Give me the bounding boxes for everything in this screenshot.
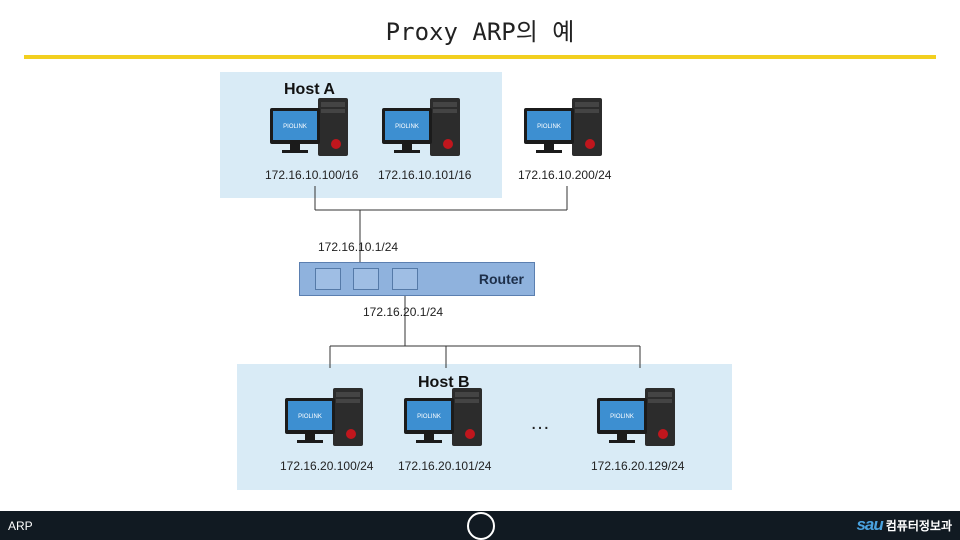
- external-host-ip: 172.16.10.200/24: [518, 168, 612, 182]
- brand-logo: PIOLINK: [283, 124, 307, 130]
- host-a2-ip: 172.16.10.101/16: [378, 168, 472, 182]
- computer-icon: PIOLINK: [270, 98, 348, 156]
- brand-logo: PIOLINK: [417, 414, 441, 420]
- host-b1-ip: 172.16.20.100/24: [280, 459, 374, 473]
- brand-logo: PIOLINK: [395, 124, 419, 130]
- computer-icon: PIOLINK: [597, 388, 675, 446]
- footer-bar: ARP sau 컴퓨터정보과: [0, 511, 960, 540]
- footer-section-label: ARP: [8, 519, 33, 533]
- brand-logo: PIOLINK: [610, 414, 634, 420]
- computer-icon: PIOLINK: [382, 98, 460, 156]
- router-lower-ip: 172.16.20.1/24: [363, 305, 444, 319]
- brand-logo: PIOLINK: [537, 124, 561, 130]
- router: Router: [299, 262, 535, 296]
- circle-icon: [467, 512, 495, 540]
- host-b-label: Host B: [418, 374, 470, 391]
- brand-logo: PIOLINK: [298, 414, 322, 420]
- router-upper-ip: 172.16.10.1/24: [318, 240, 399, 254]
- host-a-label: Host A: [284, 81, 335, 98]
- computer-icon: PIOLINK: [524, 98, 602, 156]
- page-title: Proxy ARP의 예: [385, 18, 575, 46]
- title-underline: [24, 55, 936, 59]
- ellipsis: …: [530, 412, 550, 434]
- router-label: Router: [478, 271, 524, 287]
- host-b3-ip: 172.16.20.129/24: [591, 459, 685, 473]
- host-a1-ip: 172.16.10.100/16: [265, 168, 359, 182]
- logo-text: 컴퓨터정보과: [885, 518, 952, 533]
- router-port: [392, 268, 418, 290]
- logo-mark: sau: [856, 515, 883, 534]
- router-port: [353, 268, 379, 290]
- computer-icon: PIOLINK: [404, 388, 482, 446]
- host-b2-ip: 172.16.20.101/24: [398, 459, 492, 473]
- department-logo: sau 컴퓨터정보과: [856, 515, 952, 535]
- computer-icon: PIOLINK: [285, 388, 363, 446]
- router-port: [315, 268, 341, 290]
